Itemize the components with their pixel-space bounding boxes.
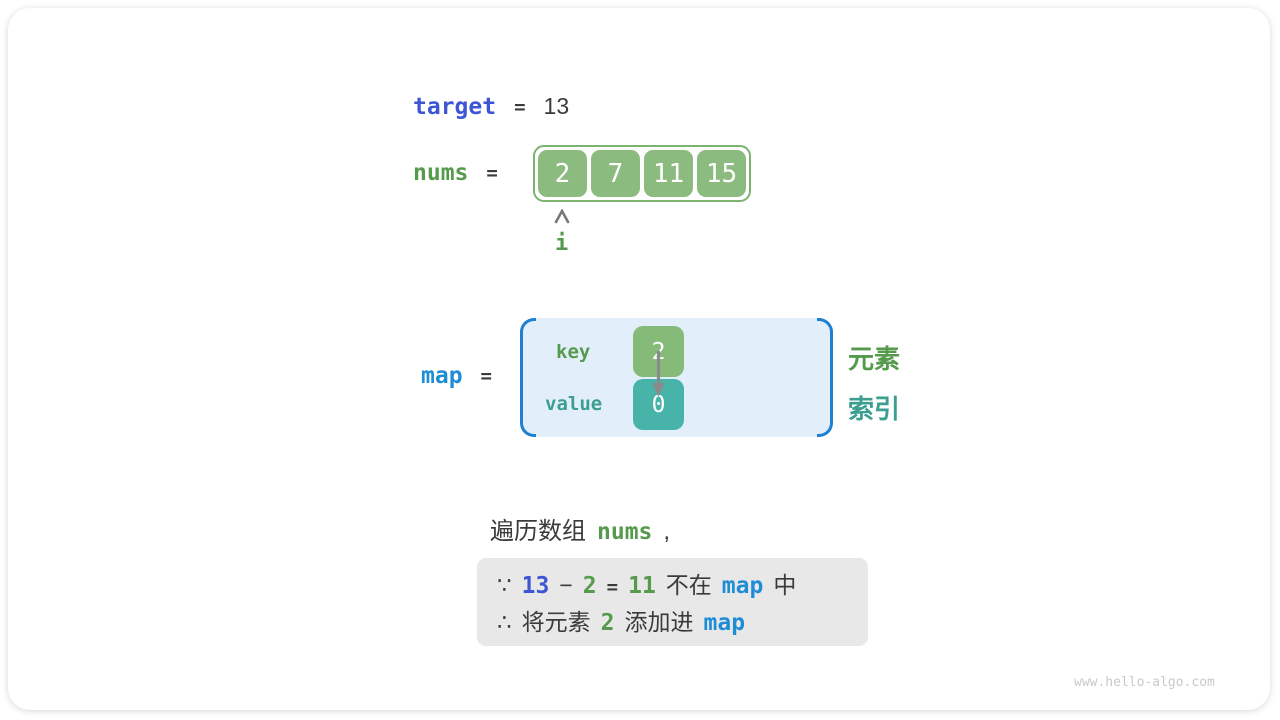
note-box: ∵ 13 − 2 = 11 不在 map 中 ∴ 将元素 2 添加进 map bbox=[477, 558, 868, 646]
array-cell: 7 bbox=[591, 150, 640, 197]
note-in-suffix: 中 bbox=[773, 572, 797, 598]
note-target-value: 13 bbox=[521, 573, 550, 599]
index-side-label: 索引 bbox=[848, 394, 901, 424]
nums-array: 2 7 11 15 bbox=[533, 145, 751, 202]
nums-equals: = bbox=[486, 162, 498, 184]
nums-label: nums bbox=[413, 160, 469, 186]
caret-up-icon bbox=[554, 209, 570, 224]
map-bracket-left-icon bbox=[520, 318, 536, 437]
caption-prefix: 遍历数组 bbox=[490, 518, 586, 545]
map-label: map bbox=[421, 363, 463, 389]
map-line: map = bbox=[421, 363, 492, 389]
array-cell: 11 bbox=[644, 150, 693, 197]
array-cell: 2 bbox=[538, 150, 587, 197]
note-added-element: 2 bbox=[600, 610, 615, 636]
caption-line: 遍历数组 nums , bbox=[490, 511, 670, 546]
note-difference-value: 11 bbox=[628, 573, 656, 599]
target-label: target bbox=[413, 93, 497, 120]
arrow-down-icon bbox=[652, 351, 665, 397]
therefore-symbol: ∴ bbox=[497, 609, 512, 635]
note-equals: = bbox=[606, 576, 619, 598]
nums-line: nums = bbox=[413, 160, 498, 186]
target-value: 13 bbox=[543, 93, 570, 119]
note-not-in-text: 不在 bbox=[665, 572, 712, 598]
watermark: www.hello-algo.com bbox=[1074, 675, 1215, 690]
map-key-label: key bbox=[556, 341, 591, 363]
target-line: target = 13 bbox=[413, 93, 569, 120]
map-bracket-right-icon bbox=[817, 318, 833, 437]
array-cell: 15 bbox=[697, 150, 746, 197]
index-pointer-label: i bbox=[555, 231, 569, 256]
because-symbol: ∵ bbox=[497, 572, 512, 598]
note-line-2: ∴ 将元素 2 添加进 map bbox=[497, 605, 868, 641]
map-equals: = bbox=[480, 365, 492, 387]
note-line-1: ∵ 13 − 2 = 11 不在 map 中 bbox=[497, 568, 868, 605]
note-add-prefix: 将元素 bbox=[521, 609, 591, 635]
element-side-label: 元素 bbox=[848, 344, 901, 374]
note-map-ref: map bbox=[721, 573, 764, 599]
note-add-middle: 添加进 bbox=[624, 609, 694, 635]
map-value-label: value bbox=[545, 393, 603, 415]
target-equals: = bbox=[514, 95, 526, 118]
note-map-ref: map bbox=[703, 610, 746, 636]
minus-sign: − bbox=[559, 572, 573, 598]
note-element-value: 2 bbox=[582, 573, 597, 599]
caption-comma: , bbox=[663, 518, 671, 545]
caption-code: nums bbox=[597, 519, 653, 545]
